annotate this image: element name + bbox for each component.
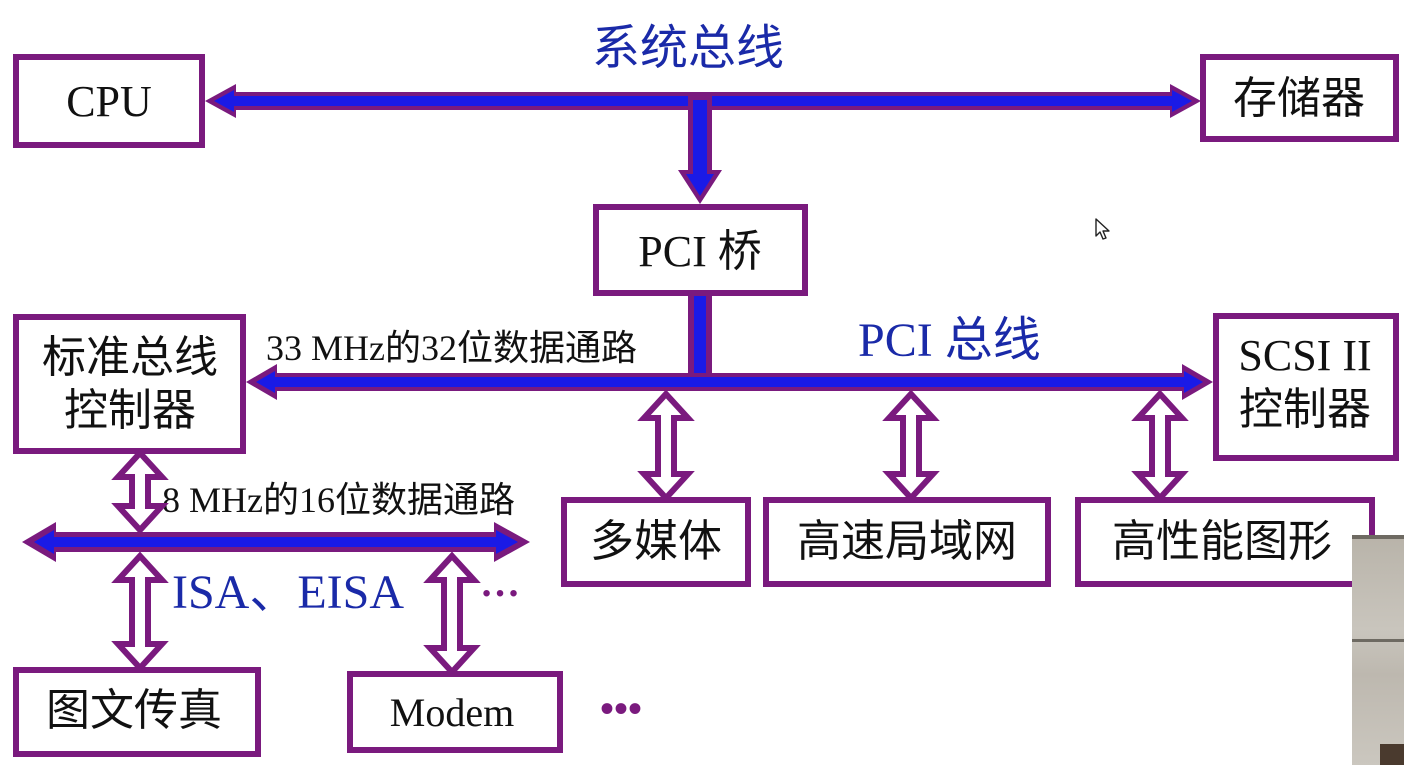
video-overlay-fragment xyxy=(1352,535,1404,765)
multimedia-box xyxy=(561,497,751,587)
bridge-to-pci-connector-core xyxy=(694,296,706,380)
fast-lan-label: 高速局域网 xyxy=(797,517,1017,566)
memory-node: 存储器 xyxy=(1200,54,1399,142)
fax-label: 图文传真 xyxy=(46,686,222,735)
system-to-bridge-arrow-core xyxy=(686,100,714,196)
mouse-cursor-icon xyxy=(1095,218,1110,240)
modem-connector-arrow xyxy=(423,551,481,677)
isa-bus-arrow-core xyxy=(34,530,518,554)
pci-bus xyxy=(246,293,1213,400)
modem-label: Modem xyxy=(390,690,514,735)
cpu-box xyxy=(13,54,205,148)
pci-bridge-label: PCI 桥 xyxy=(638,227,761,276)
isa-more-indicator: … xyxy=(480,560,520,605)
photo-dark-region xyxy=(1380,744,1404,765)
pci-bridge-node: PCI 桥 xyxy=(593,204,808,296)
isa-bus-label: ISA、EISA xyxy=(172,566,404,619)
pci-bus-label: PCI 总线 xyxy=(858,314,1041,367)
pci-device-multimedia: 多媒体 xyxy=(561,497,751,587)
photo-edge-line xyxy=(1352,639,1404,642)
isa-path-description: 8 MHz的16位数据通路 xyxy=(162,480,515,520)
memory-box xyxy=(1200,54,1399,142)
graphics-label: 高性能图形 xyxy=(1112,517,1332,566)
system-bus-label: 系统总线 xyxy=(592,22,784,75)
standard-bus-controller-node: 标准总线 控制器 xyxy=(13,314,246,454)
pci-path-description: 33 MHz的32位数据通路 xyxy=(266,328,637,368)
pci-device-connectors xyxy=(637,389,1189,503)
pci-device-graphics: 高性能图形 xyxy=(1075,497,1375,587)
fax-box xyxy=(13,667,261,757)
memory-label: 存储器 xyxy=(1233,74,1365,123)
graphics-connector-arrow xyxy=(1131,389,1189,503)
scsi-controller-box xyxy=(1213,313,1399,461)
fast-lan-connector-arrow xyxy=(882,389,940,503)
pci-bus-arrow-core xyxy=(256,371,1203,393)
fax-connector-arrow xyxy=(111,551,169,673)
modem-box xyxy=(347,671,563,753)
pci-device-fast-lan: 高速局域网 xyxy=(763,497,1051,587)
scsi-controller-node: SCSI II 控制器 xyxy=(1213,313,1399,461)
isa-bus xyxy=(22,522,530,562)
scsi-controller-label-2: 控制器 xyxy=(1239,385,1371,434)
multimedia-label: 多媒体 xyxy=(590,517,722,566)
isa-device-fax: 图文传真 xyxy=(13,667,261,757)
standard-bus-controller-label-2: 控制器 xyxy=(64,386,196,435)
cpu-node: CPU xyxy=(13,54,205,148)
more-devices-indicator: ••• xyxy=(600,686,642,731)
scsi-controller-label-1: SCSI II xyxy=(1238,331,1371,380)
standard-bus-controller-label-1: 标准总线 xyxy=(42,333,218,382)
multimedia-connector-arrow xyxy=(637,389,695,503)
system-bus xyxy=(205,84,1201,204)
controller-to-isa-connector-arrow xyxy=(111,448,169,535)
fast-lan-box xyxy=(763,497,1051,587)
isa-device-modem: Modem xyxy=(347,671,563,753)
cpu-label: CPU xyxy=(66,77,152,126)
standard-bus-controller-box xyxy=(13,314,246,454)
